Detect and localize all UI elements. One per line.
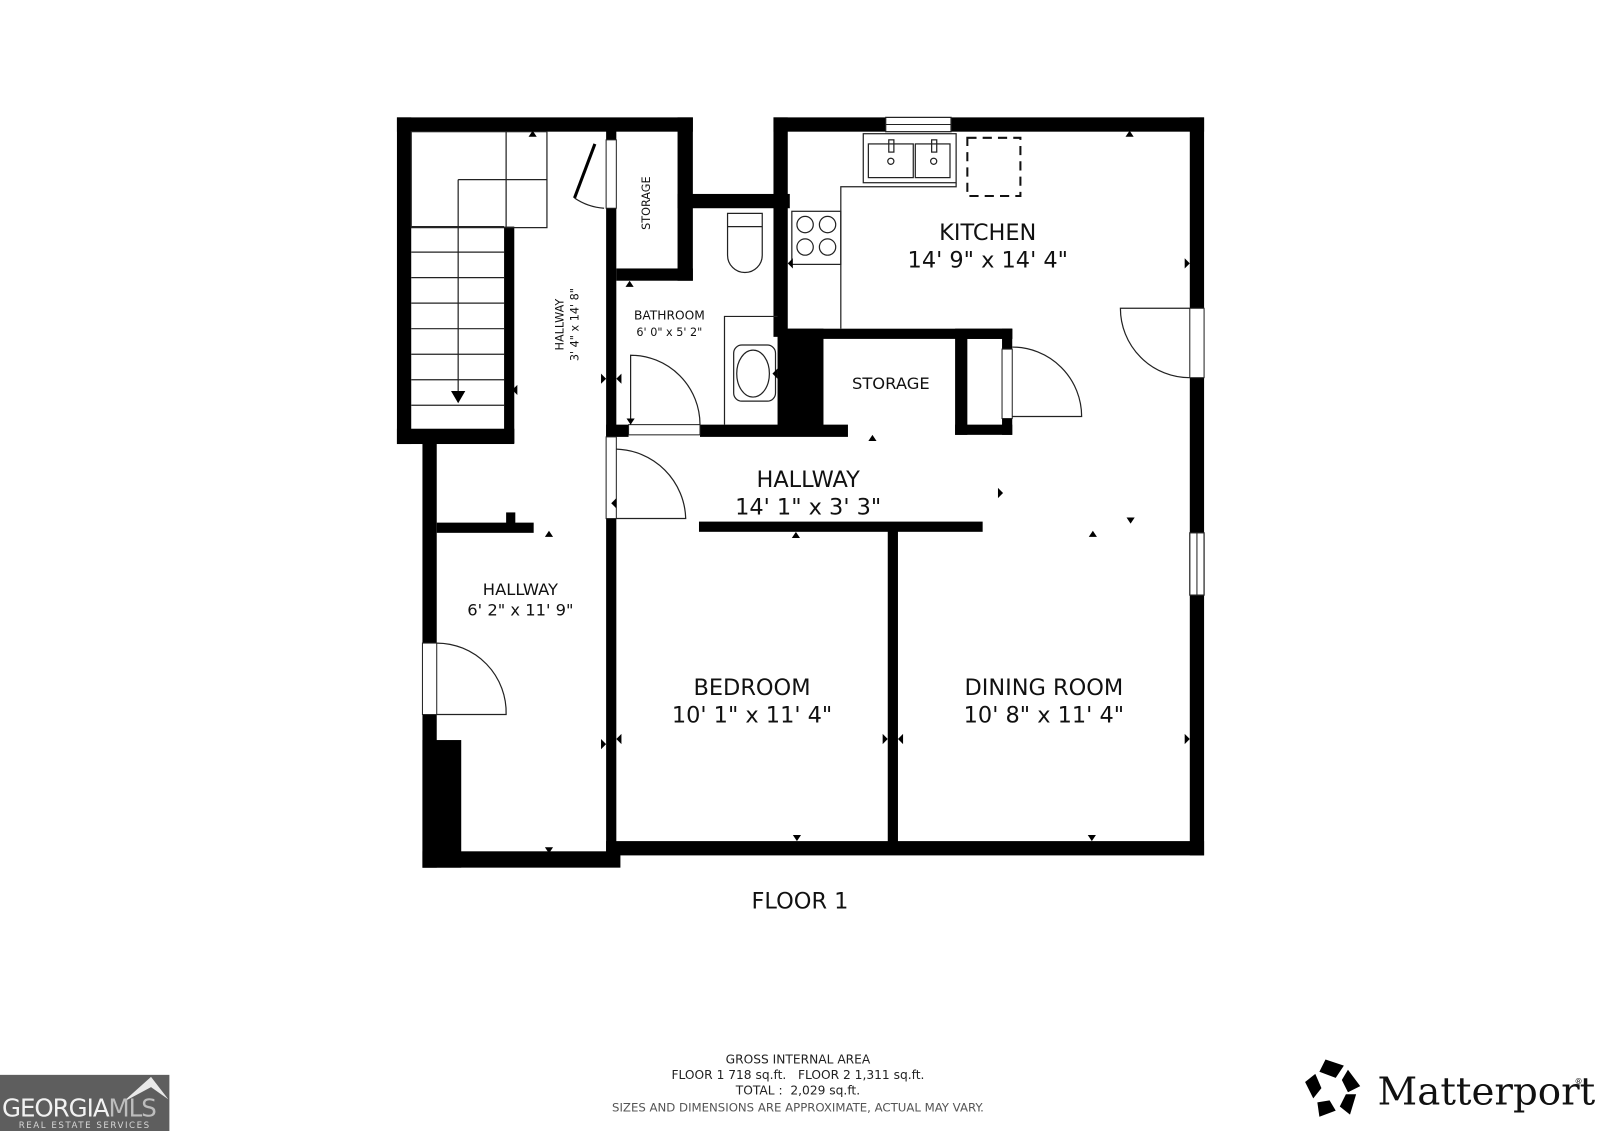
room-name: BEDROOM (693, 675, 810, 701)
room-hallway-vertical: HALLWAY 3' 4" x 14' 8" (553, 288, 581, 361)
walls (396, 117, 1205, 868)
room-dimensions: 10' 8" x 11' 4" (964, 703, 1124, 729)
room-bedroom: BEDROOM 10' 1" x 11' 4" (672, 675, 832, 729)
room-name: HALLWAY (756, 467, 860, 493)
matterport-logo: Matterport ® (1305, 1059, 1596, 1117)
room-storage-large: STORAGE (852, 374, 930, 393)
room-name: STORAGE (640, 176, 653, 229)
room-dimensions: 3' 4" x 14' 8" (569, 288, 582, 361)
room-dimensions: 10' 1" x 11' 4" (672, 703, 832, 729)
georgia-mls-logo: GEORGIAMLS REAL ESTATE SERVICES (0, 1074, 170, 1131)
stove-icon (791, 210, 842, 265)
room-name: DINING ROOM (964, 675, 1123, 701)
room-storage-small: STORAGE (640, 176, 653, 229)
doors (421, 139, 1205, 716)
windows (885, 116, 1205, 596)
area-floors: FLOOR 1 718 sq.ft. FLOOR 2 1,311 sq.ft. (672, 1068, 925, 1082)
floor-title: FLOOR 1 (752, 888, 849, 914)
appliance-dashed-outline (966, 136, 1022, 198)
matterport-mark-icon (1305, 1059, 1361, 1117)
room-hallway-center: HALLWAY 14' 1" x 3' 3" (735, 467, 881, 521)
room-dimensions: 14' 9" x 14' 4" (908, 247, 1068, 273)
svg-text:GEORGIAMLS: GEORGIAMLS (2, 1094, 156, 1123)
room-dimensions: 6' 0" x 5' 2" (636, 326, 702, 339)
room-name: HALLWAY (483, 580, 558, 599)
registered-mark: ® (1574, 1076, 1582, 1086)
room-name: STORAGE (852, 374, 930, 393)
disclaimer: SIZES AND DIMENSIONS ARE APPROXIMATE, AC… (612, 1101, 984, 1115)
room-name: BATHROOM (634, 308, 705, 322)
room-dimensions: 14' 1" x 3' 3" (735, 494, 881, 520)
area-heading: GROSS INTERNAL AREA (726, 1053, 871, 1067)
toilet-icon (726, 212, 763, 274)
room-kitchen: KITCHEN 14' 9" x 14' 4" (908, 220, 1068, 274)
bathtub-sink-icon (723, 315, 778, 425)
room-dimensions: 6' 2" x 11' 9" (467, 601, 573, 620)
staircase-icon (410, 131, 548, 406)
matterport-wordmark: Matterport (1378, 1069, 1596, 1114)
room-bathroom: BATHROOM 6' 0" x 5' 2" (634, 308, 705, 338)
logo-subtitle: REAL ESTATE SERVICES (19, 1121, 151, 1131)
logo-main-text: GEORGIA (2, 1094, 110, 1123)
room-dining-room: DINING ROOM 10' 8" x 11' 4" (964, 675, 1124, 729)
area-total: TOTAL : 2,029 sq.ft. (735, 1083, 860, 1097)
room-name: HALLWAY (553, 299, 566, 351)
logo-accent-text: MLS (109, 1094, 157, 1123)
room-hallway-left: HALLWAY 6' 2" x 11' 9" (467, 580, 573, 619)
opening-markers (512, 130, 1190, 854)
room-name: KITCHEN (939, 220, 1036, 246)
area-summary: GROSS INTERNAL AREA FLOOR 1 718 sq.ft. F… (612, 1053, 984, 1115)
